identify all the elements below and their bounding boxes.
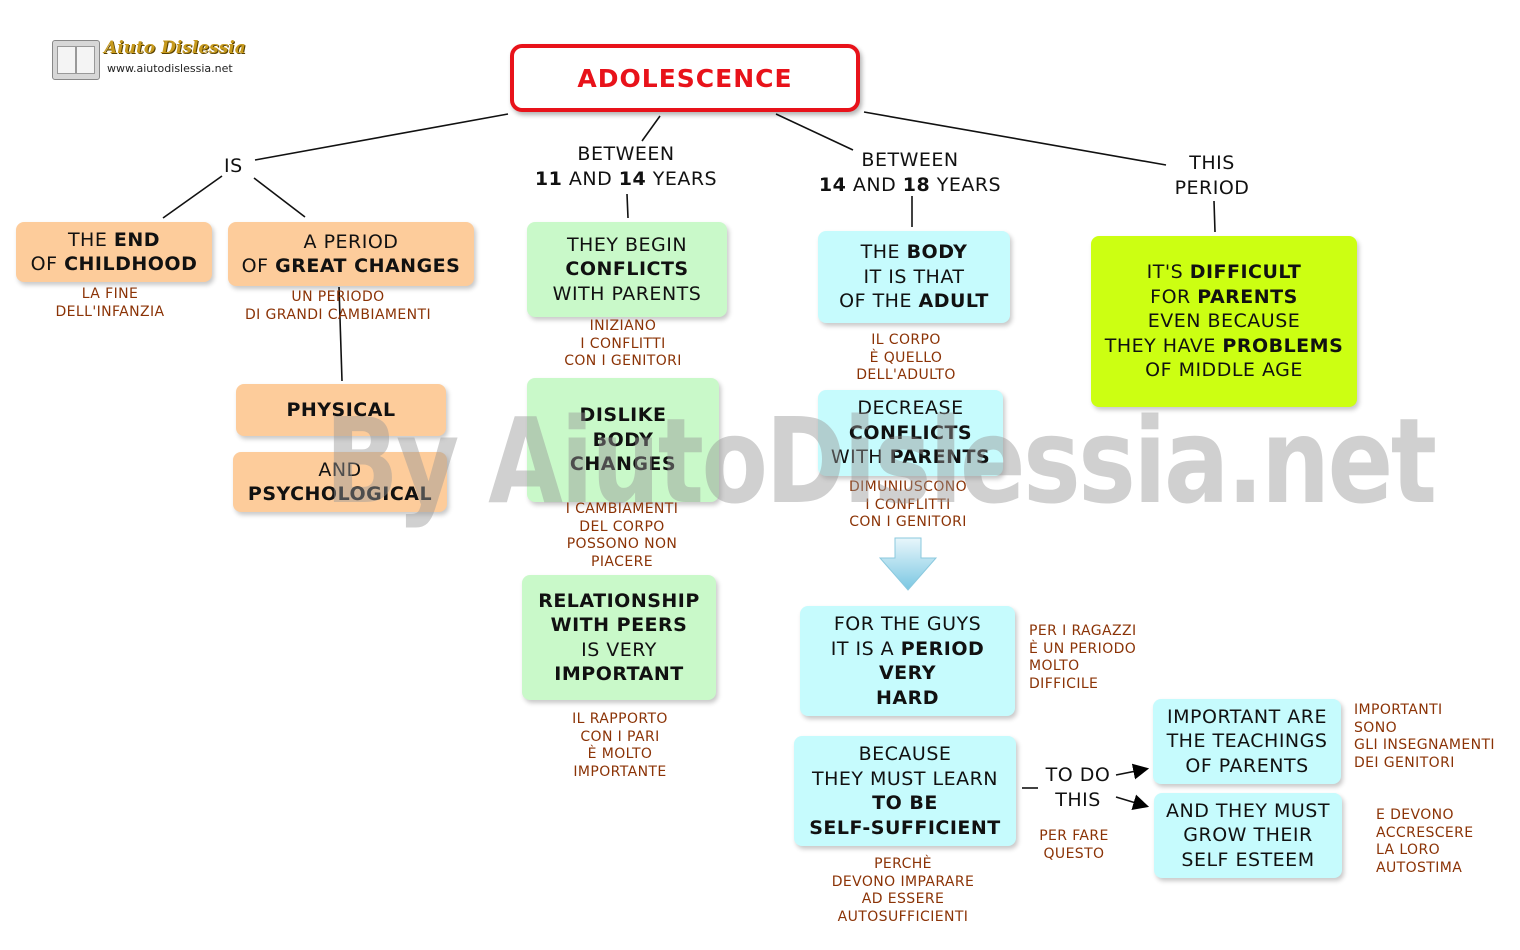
note-decrease-conflicts: DIMUNIUSCONO I CONFLITTI CON I GENITORI (848, 479, 968, 530)
node-body-adult: THE BODY IT IS THAT OF THE ADULT (818, 231, 1010, 323)
node-teachings: IMPORTANT ARE THE TEACHINGS OF PARENTS (1153, 699, 1341, 784)
note-self-sufficient: PERCHÈ DEVONO IMPARARE AD ESSERE AUTOSUF… (831, 856, 975, 925)
logo-title: Aiuto Dislessia (104, 38, 246, 58)
main-title: ADOLESCENCE (577, 63, 793, 93)
site-logo: Aiuto Dislessia www.aiutodislessia.net (52, 38, 246, 82)
node-self-esteem: AND THEY MUST GROW THEIR SELF ESTEEM (1154, 793, 1342, 878)
node-decrease-conflicts: DECREASE CONFLICTS WITH PARENTS (818, 390, 1003, 476)
note-dislike-body-changes: I CAMBIAMENTI DEL CORPO POSSONO NON PIAC… (565, 501, 679, 570)
node-end-of-childhood: THE END OF CHILDHOOD (16, 222, 212, 282)
link-label-between-11-14: BETWEEN 11 AND 14 YEARS (534, 143, 718, 190)
node-conflicts-begin: THEY BEGIN CONFLICTS WITH PARENTS (527, 222, 727, 317)
note-teachings: IMPORTANTI SONO GLI INSEGNAMENTI DEI GEN… (1354, 702, 1495, 771)
note-relationship-peers: IL RAPPORTO CON I PARI È MOLTO IMPORTANT… (572, 711, 668, 780)
node-difficult-for-parents: IT'S DIFFICULT FOR PARENTS EVEN BECAUSE … (1091, 236, 1357, 407)
node-great-changes: A PERIOD OF GREAT CHANGES (228, 222, 474, 286)
note-conflicts-begin: INIZIANO I CONFLITTI CON I GENITORI (564, 318, 682, 369)
node-psychological: AND PSYCHOLOGICAL (233, 452, 447, 512)
down-arrow-icon (878, 537, 938, 591)
note-per-fare-questo: PER FARE QUESTO (1039, 828, 1109, 862)
link-label-this-period: THIS PERIOD (1174, 152, 1250, 199)
logo-url: www.aiutodislessia.net (107, 62, 233, 75)
node-relationship-peers: RELATIONSHIP WITH PEERS IS VERY IMPORTAN… (522, 575, 716, 700)
note-body-adult: IL CORPO È QUELLO DELL'ADULTO (856, 332, 956, 383)
note-self-esteem: E DEVONO ACCRESCERE LA LORO AUTOSTIMA (1376, 807, 1474, 876)
note-end-of-childhood: LA FINE DELL'INFANZIA (55, 286, 165, 320)
node-self-sufficient: BECAUSE THEY MUST LEARN TO BE SELF-SUFFI… (794, 736, 1016, 846)
node-dislike-body-changes: DISLIKE BODY CHANGES (527, 378, 719, 502)
book-icon (52, 40, 100, 80)
note-hard-period: PER I RAGAZZI È UN PERIODO MOLTO DIFFICI… (1029, 623, 1137, 692)
note-great-changes: UN PERIODO DI GRANDI CAMBIAMENTI (245, 289, 431, 323)
link-label-is: IS (224, 155, 243, 177)
link-label-between-14-18: BETWEEN 14 AND 18 YEARS (818, 149, 1002, 196)
node-physical: PHYSICAL (236, 384, 446, 436)
link-label-to-do-this: TO DO THIS (1045, 764, 1111, 811)
node-hard-period: FOR THE GUYS IT IS A PERIOD VERY HARD (800, 606, 1015, 716)
main-title-node: ADOLESCENCE (510, 44, 860, 112)
